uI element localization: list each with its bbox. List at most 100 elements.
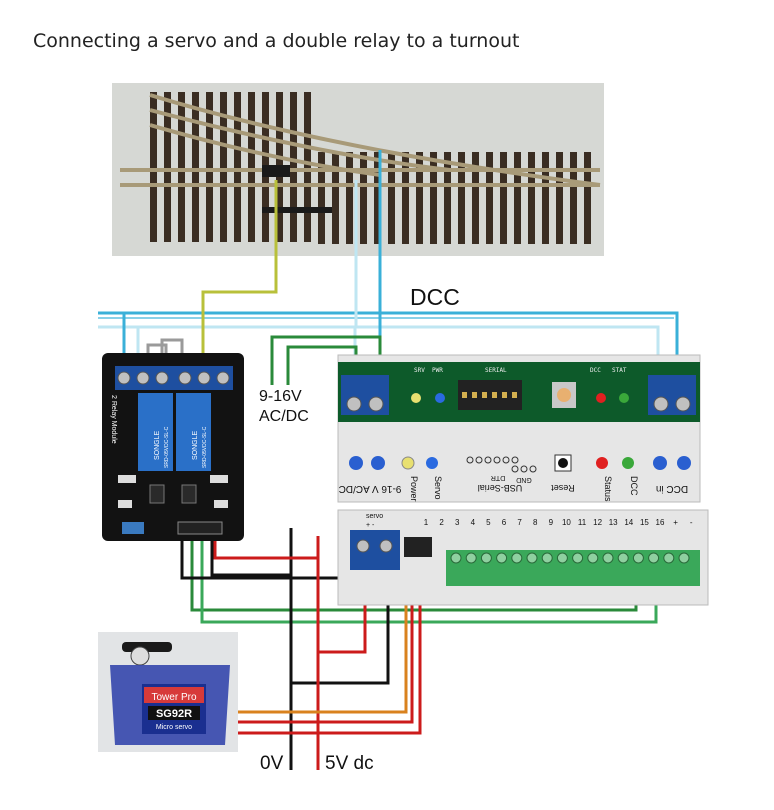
servo-brand: Tower Pro	[151, 692, 196, 703]
servo-led-icon	[435, 393, 445, 403]
track-tie	[388, 152, 395, 244]
io-terminal-screw	[587, 552, 599, 564]
track-tie	[416, 152, 423, 244]
case-label-dcc: DCC	[629, 476, 639, 496]
io-pin-label: +	[673, 518, 678, 527]
track-tie	[234, 92, 241, 242]
track-tie	[486, 152, 493, 244]
case-label-status: Status	[603, 476, 613, 502]
relay-2-model: SRD-05VDC-SL-C	[202, 426, 208, 468]
relay-module: SONGLE SONGLE SRD-05VDC-SL-C SRD-05VDC-S…	[102, 353, 244, 541]
io-terminal-screw	[480, 552, 492, 564]
frog-wire	[201, 180, 278, 370]
io-pin-label: 1	[424, 518, 429, 527]
track-tie	[472, 152, 479, 244]
supply-voltage-label: 9-16V	[259, 388, 302, 405]
io-pin-label: 2	[439, 518, 444, 527]
track-ties	[150, 92, 591, 244]
case-label-dcc-in: DCC in	[656, 483, 688, 494]
io-pin-label: 5	[486, 518, 491, 527]
case-label-reset: Reset	[551, 483, 575, 493]
io-pin-label: 8	[533, 518, 538, 527]
io-pin-label: 11	[578, 518, 587, 527]
relay-1-model: SRD-05VDC-SL-C	[164, 426, 170, 468]
serial-header-pins	[462, 392, 517, 398]
servo-model: SG92R	[156, 708, 192, 720]
relay-module-label: 2 Relay Module	[110, 395, 117, 444]
track-tie	[192, 92, 199, 242]
io-terminal-screw	[678, 552, 690, 564]
case-label-power: Power	[409, 476, 419, 502]
track-tie	[248, 92, 255, 242]
case-label-usb-serial: USB-Serial	[478, 483, 523, 493]
track-tie	[346, 152, 353, 244]
silk-pwr: PWR	[432, 367, 443, 374]
servo-photo: Tower Pro SG92R Micro servo	[98, 632, 238, 752]
track-tie	[500, 152, 507, 244]
io-terminal-screw	[511, 552, 523, 564]
io-pin-label: 14	[624, 518, 633, 527]
relay-terminal-screws	[117, 371, 230, 385]
io-terminal-screw	[465, 552, 477, 564]
io-pin-label: 13	[609, 518, 618, 527]
io-terminal-screw	[648, 552, 660, 564]
relay-2-brand: SONGLE	[192, 430, 199, 460]
io-terminal-screw	[541, 552, 553, 564]
track-tie	[430, 152, 437, 244]
usb-serial-pins	[466, 456, 537, 473]
turnout-photo	[112, 83, 604, 256]
io-pin-label: 3	[455, 518, 460, 527]
case-label-dtr: DTR	[491, 474, 505, 481]
track-tie	[444, 152, 451, 244]
supply-type-label: AC/DC	[259, 408, 309, 425]
case-label-gnd: GND	[516, 476, 532, 483]
track-tie	[304, 92, 311, 242]
track-tie	[458, 152, 465, 244]
silk-serial: SERIAL	[485, 367, 507, 374]
io-terminal-screws	[450, 552, 690, 564]
silk-stat: STAT	[612, 367, 627, 374]
power-led-icon	[411, 393, 421, 403]
track-tie	[164, 92, 171, 242]
io-pin-label: 6	[502, 518, 507, 527]
io-pin-label: 15	[640, 518, 649, 527]
io-terminal-screw	[556, 552, 568, 564]
io-pin-label: 16	[656, 518, 665, 527]
decoder-board: SRV PWR SERIAL DCC STAT 9-16 V AC/DC Pow…	[337, 354, 701, 503]
io-terminal-screw	[602, 552, 614, 564]
track-tie	[402, 152, 409, 244]
dcc-label: DCC	[410, 284, 460, 310]
track-tie	[584, 152, 591, 244]
case-label-power-in: 9-16 V AC/DC	[339, 483, 402, 494]
io-terminal-screw	[526, 552, 538, 564]
io-terminal-screw	[617, 552, 629, 564]
track-tie	[220, 92, 227, 242]
track-tie	[318, 152, 325, 244]
io-terminal-screw	[663, 552, 675, 564]
track-tie	[360, 152, 367, 244]
silk-dcc: DCC	[590, 367, 601, 374]
track-rails	[120, 93, 601, 187]
plus5-wires	[213, 536, 422, 770]
track-tie	[178, 92, 185, 242]
case-label-servo: Servo	[433, 476, 443, 500]
io-pin-label: 12	[593, 518, 602, 527]
track-tie	[542, 152, 549, 244]
track-tie	[332, 152, 339, 244]
relay-1-brand: SONGLE	[154, 430, 161, 460]
io-pin-label: 7	[517, 518, 522, 527]
io-terminal-screw	[496, 552, 508, 564]
io-pin-label: -	[690, 518, 693, 527]
track-tie	[528, 152, 535, 244]
track-tie	[150, 92, 157, 242]
track-tie	[570, 152, 577, 244]
io-terminal-screw	[632, 552, 644, 564]
servo-type: Micro servo	[156, 724, 192, 731]
io-pin-label: 9	[549, 518, 554, 527]
track-tie	[290, 92, 297, 242]
io-terminal-screw	[450, 552, 462, 564]
io-pin-label: 4	[471, 518, 476, 527]
io-terminal-screw	[572, 552, 584, 564]
